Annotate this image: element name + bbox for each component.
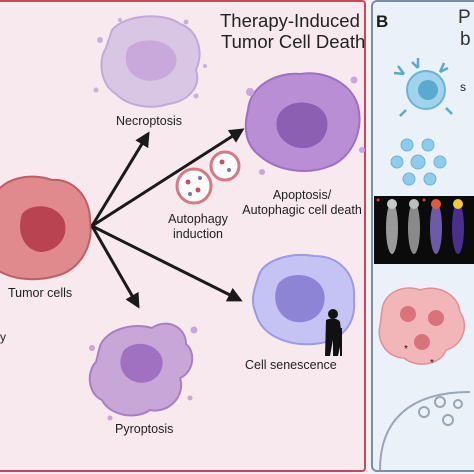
label-tumor-cells: Tumor cells [8, 286, 73, 300]
arrow-to-pyroptosis [90, 225, 140, 309]
label-autophagy-induction: Autophagy induction [166, 212, 230, 242]
arrows [90, 128, 245, 309]
panel-b-title-fragment-1: P [458, 7, 471, 28]
svg-text:*: * [430, 358, 434, 369]
imaging-scans-icon [374, 196, 474, 264]
panel-a-title-line-2: Tumor Cell Death [221, 31, 366, 52]
apoptosis-cell-icon [244, 72, 365, 175]
label-apoptosis-line-1: Apoptosis/ [272, 188, 332, 202]
panel-b-small-fragment: s [460, 80, 466, 94]
left-text-fragment: y [0, 330, 6, 344]
label-cell-senescence: Cell senescence [245, 358, 337, 372]
label-apoptosis-line-2: Autophagic cell death [242, 203, 362, 217]
necroptosis-cell-icon [93, 15, 207, 108]
label-apoptosis: Apoptosis/ Autophagic cell death [239, 188, 365, 218]
exosome-release-icon [379, 391, 471, 471]
label-autophagy-line-2: induction [172, 227, 224, 241]
immune-cell-icon [393, 58, 453, 117]
nanoparticles-icon [390, 138, 447, 186]
tumor-cluster-icon: * * [378, 287, 466, 369]
arrow-to-apoptosis [91, 128, 245, 228]
autophagy-vesicle-icon [175, 150, 241, 205]
panel-a-title-line-1: Therapy-Induced [220, 10, 360, 31]
elderly-person-icon [325, 309, 342, 356]
tumor-cell-icon [0, 175, 92, 281]
label-pyroptosis: Pyroptosis [115, 422, 174, 436]
panel-b-letter: B [376, 12, 389, 31]
panel-b-title-fragment-2: b [460, 29, 471, 50]
arrow-to-necroptosis [90, 131, 150, 227]
svg-text:*: * [404, 344, 408, 355]
label-necroptosis: Necroptosis [116, 114, 182, 128]
arrow-to-senescence [91, 224, 243, 302]
label-autophagy-line-1: Autophagy [168, 212, 228, 226]
pyroptosis-cell-icon [88, 322, 198, 421]
